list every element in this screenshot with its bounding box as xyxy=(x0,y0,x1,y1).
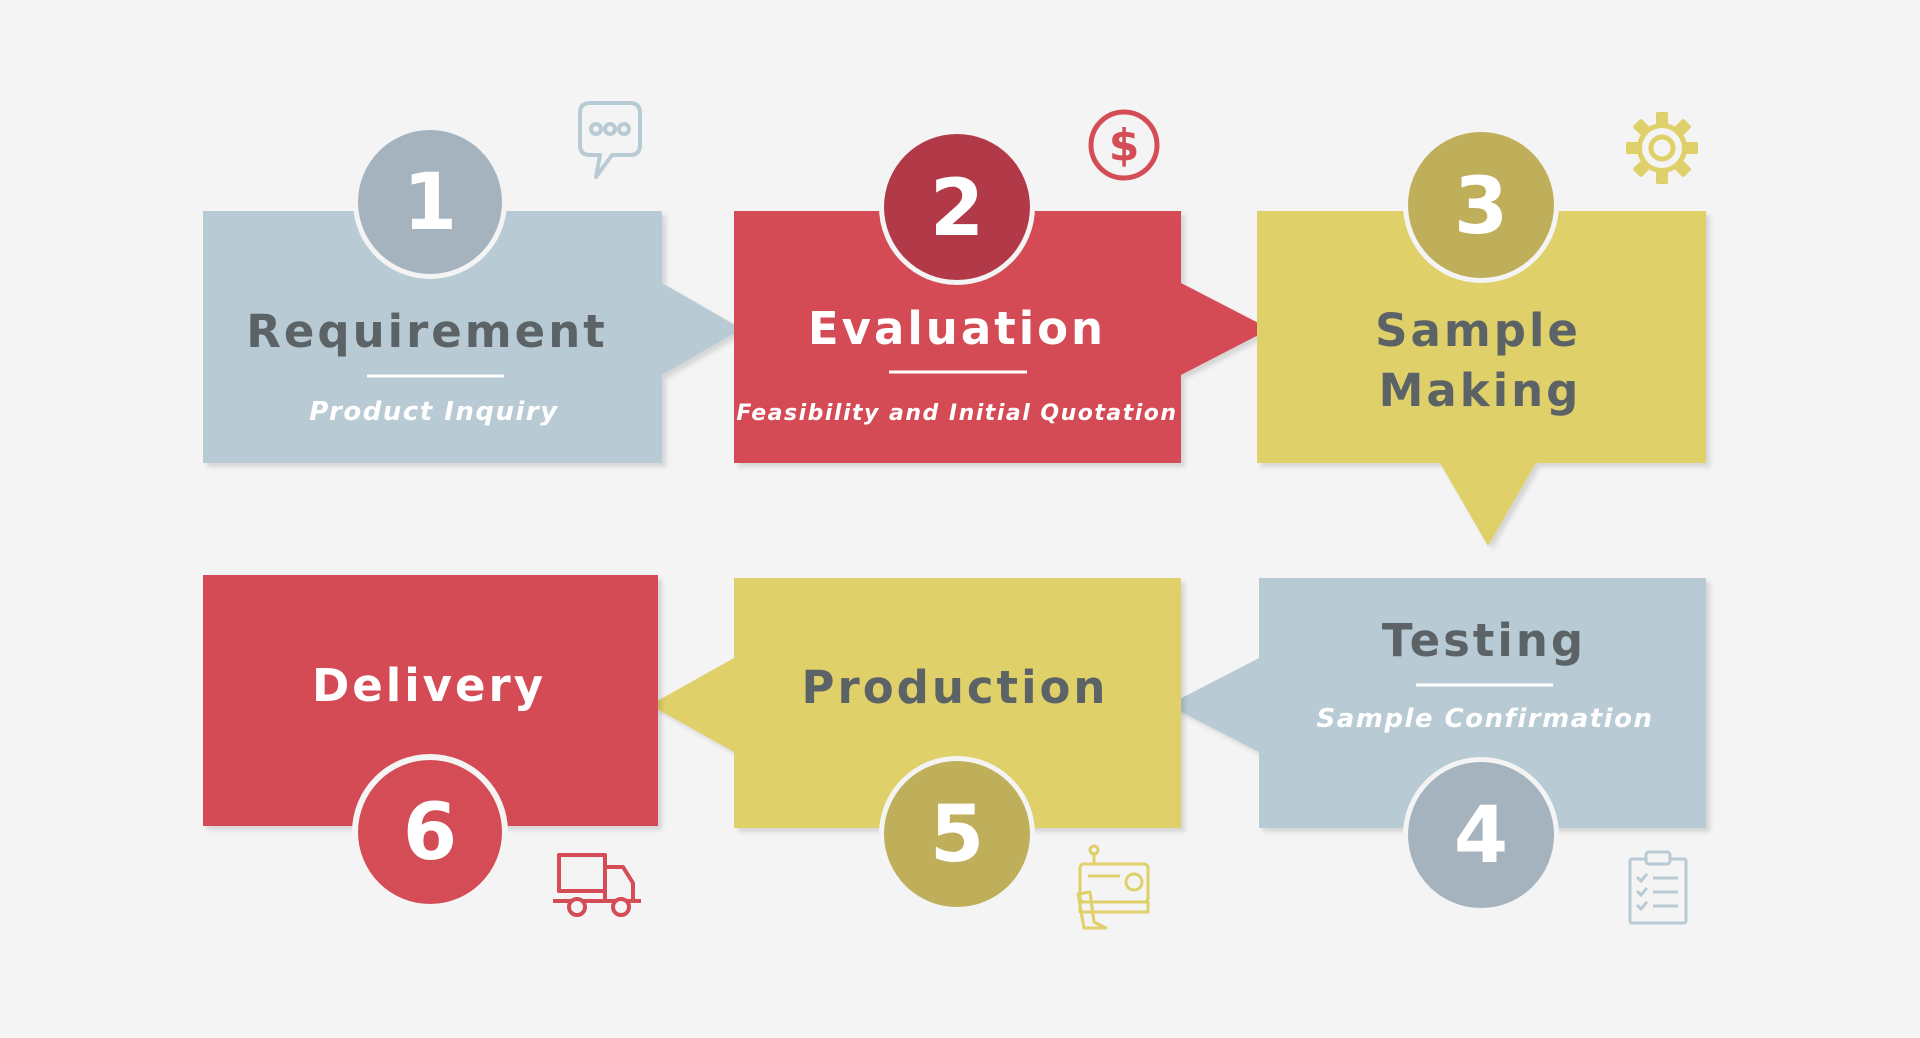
step-4-subtitle: Sample Confirmation xyxy=(1317,704,1654,734)
step-1-title: Requirement xyxy=(246,305,608,358)
step-6-box xyxy=(203,575,658,826)
step-5-circle xyxy=(884,761,1030,907)
step-4-circle xyxy=(1408,762,1554,908)
step-4-box xyxy=(1168,578,1706,828)
step-2-subtitle: Feasibility and Initial Quotation xyxy=(736,401,1177,426)
step-2-circle xyxy=(884,134,1030,280)
step-6-delivery: 6 Delivery xyxy=(203,575,658,917)
step-5-title: Production xyxy=(802,661,1109,714)
step-1-subtitle: Product Inquiry xyxy=(309,397,558,427)
step-2-evaluation: 2 Evaluation Feasibility and Initial Quo… xyxy=(734,109,1270,463)
chat-bubble-icon xyxy=(578,101,642,179)
step-3-sample-making: 3 Sample Making xyxy=(1257,112,1706,546)
step-5-box xyxy=(650,578,1181,828)
step-1-box xyxy=(203,211,742,463)
step-6-title: Delivery xyxy=(312,659,546,712)
step-4-title: Testing xyxy=(1382,614,1586,667)
dollar-icon: $ xyxy=(1088,109,1160,181)
clipboard-checklist-icon xyxy=(1628,850,1688,925)
step-6-number: 6 xyxy=(403,788,457,878)
step-4-number: 4 xyxy=(1454,791,1508,881)
delivery-truck-icon xyxy=(553,853,641,917)
step-3-title-line-2: Making xyxy=(1379,364,1582,417)
gear-icon xyxy=(1626,112,1698,184)
step-3-title-line-1: Sample xyxy=(1375,304,1581,357)
sewing-machine-icon xyxy=(1076,844,1150,930)
step-6-circle xyxy=(358,760,502,904)
step-1-circle xyxy=(358,130,502,274)
step-2-title: Evaluation xyxy=(808,302,1106,355)
step-5-number: 5 xyxy=(930,790,984,880)
step-2-box xyxy=(734,211,1270,463)
step-4-testing: 4 Testing Sample Confirmation xyxy=(1168,578,1706,925)
step-3-number: 3 xyxy=(1454,162,1508,252)
step-5-production: 5 Production xyxy=(650,578,1181,930)
step-1-number: 1 xyxy=(403,158,457,248)
step-1-requirement: 1 Requirement Product Inquiry xyxy=(203,101,742,463)
step-3-box xyxy=(1257,211,1706,546)
step-2-number: 2 xyxy=(930,164,984,254)
svg-text:$: $ xyxy=(1109,120,1140,171)
step-3-circle xyxy=(1408,132,1554,278)
